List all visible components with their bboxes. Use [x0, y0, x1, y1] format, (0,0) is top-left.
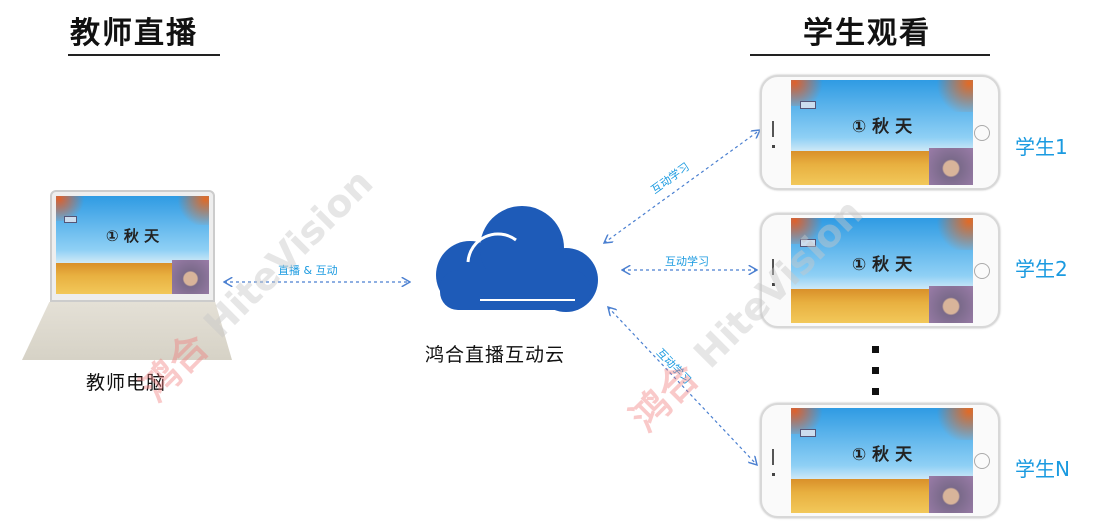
webcam-thumbnail	[929, 286, 973, 323]
lesson-title: ① 秋 天	[105, 227, 160, 246]
home-button-icon	[974, 263, 990, 279]
cloud-studentN-arrow	[608, 307, 757, 465]
camera-icon	[772, 473, 775, 476]
speaker-icon	[772, 121, 774, 137]
webcam-thumbnail	[929, 476, 973, 513]
cloud-label: 鸿合直播互动云	[425, 344, 566, 366]
ellipsis-dots	[872, 346, 879, 409]
student-label: 学生1	[1015, 135, 1068, 159]
student-section-title: 学生观看	[803, 16, 931, 51]
student-phone: ① 秋 天	[760, 213, 1000, 328]
divider	[68, 54, 220, 56]
phone-screen: ① 秋 天	[791, 80, 973, 185]
lesson-title: ① 秋 天	[851, 116, 913, 137]
phone-screen: ① 秋 天	[791, 408, 973, 513]
webcam-thumbnail	[929, 148, 973, 185]
teacher-link-label: 直播 & 互动	[278, 264, 338, 277]
webcam-thumbnail	[172, 259, 209, 294]
student-phone: ① 秋 天	[760, 403, 1000, 518]
home-button-icon	[974, 453, 990, 469]
cloud-icon	[436, 206, 598, 312]
divider	[750, 54, 990, 56]
laptop-keyboard	[22, 302, 232, 360]
lesson-title: ① 秋 天	[851, 444, 913, 465]
teacher-laptop: ① 秋 天	[22, 190, 232, 365]
student-label: 学生N	[1015, 457, 1070, 481]
lesson-title: ① 秋 天	[851, 254, 913, 275]
phone-screen: ① 秋 天	[791, 218, 973, 323]
speaker-icon	[772, 259, 774, 275]
cloud-student1-arrow	[604, 130, 760, 243]
camera-icon	[772, 145, 775, 148]
speaker-icon	[772, 449, 774, 465]
student2-link-label: 互动学习	[665, 255, 709, 268]
home-button-icon	[974, 125, 990, 141]
student-label: 学生2	[1015, 257, 1068, 281]
laptop-screen: ① 秋 天	[56, 196, 209, 294]
student-phone: ① 秋 天	[760, 75, 1000, 190]
camera-icon	[772, 283, 775, 286]
teacher-section-title: 教师直播	[70, 16, 198, 51]
teacher-device-label: 教师电脑	[86, 372, 167, 394]
